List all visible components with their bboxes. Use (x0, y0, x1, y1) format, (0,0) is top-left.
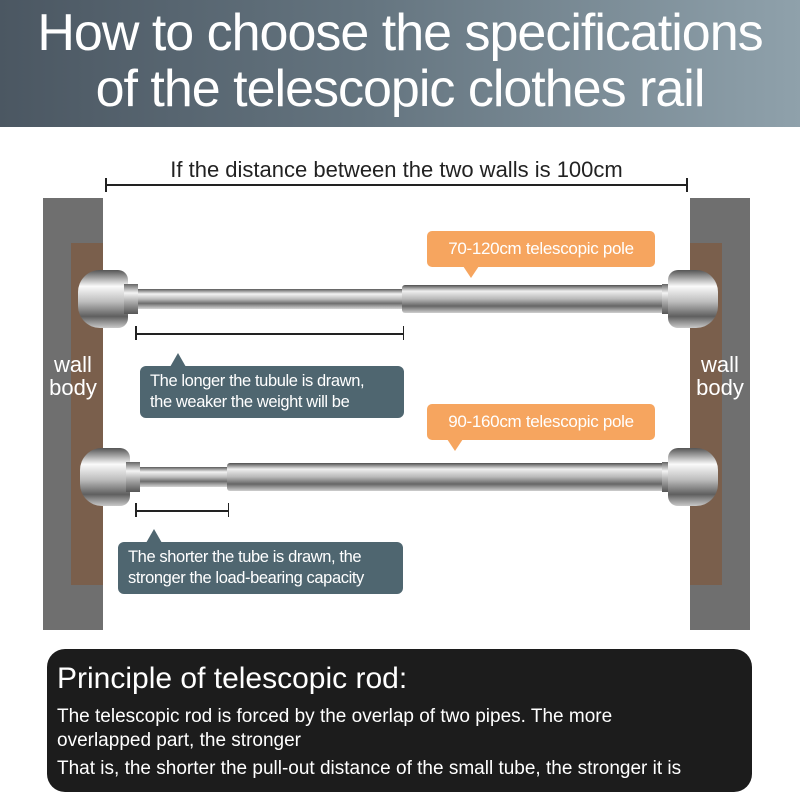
rod-2-outer-tube (227, 463, 692, 491)
rod-1-inner-tube (120, 289, 410, 309)
rod-1-left-collar (124, 284, 138, 314)
rod-2-left-end-cap (80, 448, 130, 506)
principle-title: Principle of telescopic rod: (57, 662, 408, 695)
dimension-tick-right (686, 178, 688, 192)
rod-2-right-end-cap (668, 448, 718, 506)
dimension-tick-left (105, 178, 107, 192)
dimension-label: If the distance between the two walls is… (105, 157, 688, 182)
principle-text-line-2: overlapped part, the stronger (57, 730, 301, 751)
right-wall (690, 198, 750, 630)
title-line-1: How to choose the specifications (37, 4, 763, 62)
rod-2-spec-badge: 90-160cm telescopic pole (427, 404, 655, 451)
rod-1-spec-badge: 70-120cm telescopic pole (427, 231, 655, 278)
rod-2-callout: The shorter the tube is drawn, the stron… (118, 529, 403, 594)
principle-panel: Principle of telescopic rod: The telesco… (47, 649, 752, 792)
principle-text-line-1: The telescopic rod is forced by the over… (57, 706, 613, 727)
rod-1-extension-bracket (135, 326, 404, 340)
principle-text-line-3: That is, the shorter the pull-out distan… (57, 758, 682, 779)
rod-2-inner-tube (120, 467, 235, 487)
rod-1-callout: The longer the tubule is drawn, the weak… (140, 353, 404, 418)
rod-1-right-end-cap (668, 270, 718, 328)
left-wall (43, 198, 103, 630)
rod-2-left-collar (126, 462, 140, 492)
dimension-line (105, 184, 688, 186)
title-banner: How to choose the specifications of the … (0, 0, 800, 127)
right-wall-label: wall body (696, 352, 744, 400)
rod-2-extension-bracket (135, 503, 229, 517)
rod-1-left-end-cap (78, 270, 128, 328)
rod-1-outer-tube (402, 285, 692, 313)
wall-distance-dimension: If the distance between the two walls is… (105, 157, 688, 192)
title-line-2: of the telescopic clothes rail (95, 60, 706, 118)
left-wall-label: wall body (49, 352, 97, 400)
